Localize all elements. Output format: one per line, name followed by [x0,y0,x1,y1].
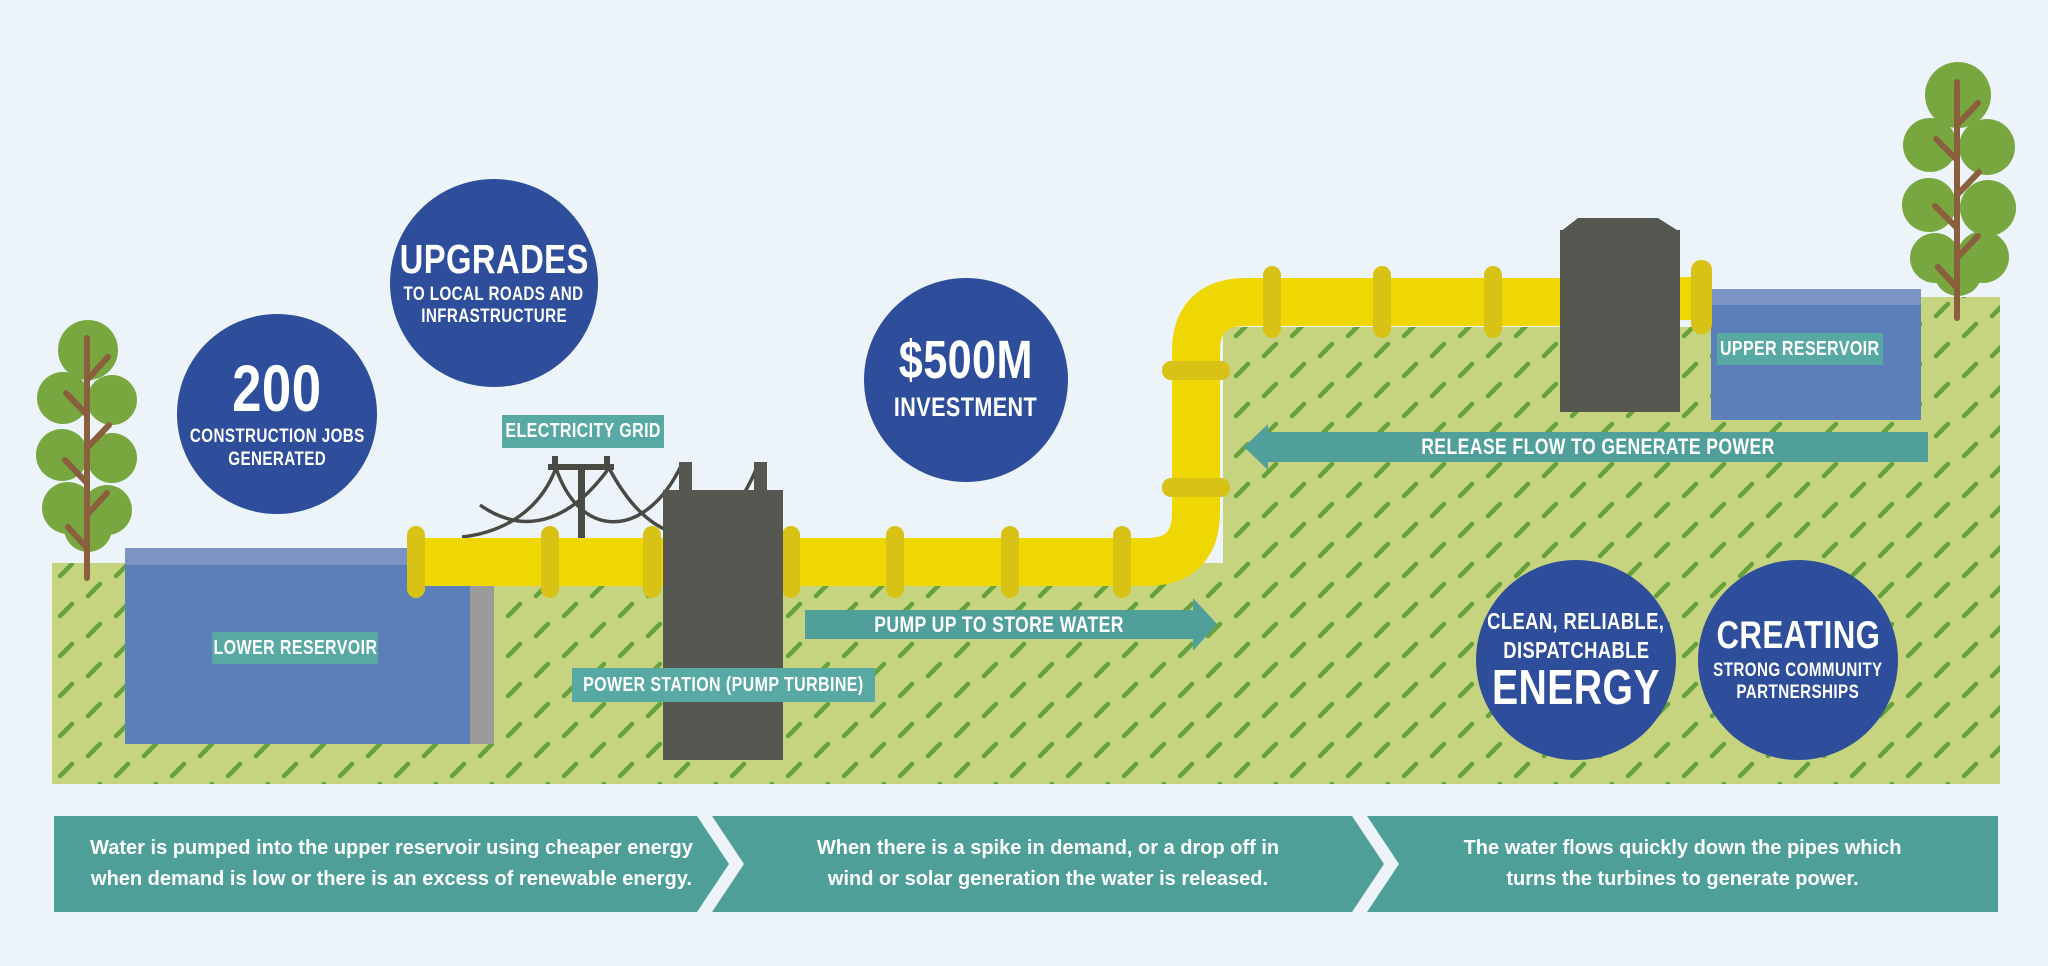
community-title: CREATING [1716,613,1880,657]
energy-title: ENERGY [1492,660,1660,715]
upper-reservoir-text: UPPER RESERVOIR [1720,337,1880,360]
process-step-3: The water flows quickly down the pipes w… [1367,816,1998,912]
community-line1: STRONG COMMUNITY [1713,659,1883,681]
release-flow-text: RELEASE FLOW TO GENERATE POWER [1421,434,1775,459]
chimney [679,462,692,492]
pump-up-text: PUMP UP TO STORE WATER [874,611,1124,637]
stat-circle-energy: CLEAN, RELIABLE, DISPATCHABLE ENERGY [1476,560,1676,760]
investment-line1: INVESTMENT [894,392,1038,423]
investment-value: $500M [898,329,1034,390]
community-line2: PARTNERSHIPS [1736,681,1860,703]
power-station-building [663,462,783,760]
energy-line2: DISPATCHABLE [1502,636,1650,663]
jobs-line1: CONSTRUCTION JOBS [189,426,365,448]
tree-right [1902,62,2016,321]
lower-reservoir-text: LOWER RESERVOIR [213,636,377,659]
label-upper-reservoir: UPPER RESERVOIR [1717,333,1883,365]
pipe-joints [407,260,1712,598]
upper-pump-house [1560,218,1680,412]
process-step-2: When there is a spike in demand, or a dr… [712,816,1384,912]
process-step-1-text: Water is pumped into the upper reservoir… [90,837,693,890]
upgrades-line2: INFRASTRUCTURE [421,306,567,328]
stat-circle-upgrades: UPGRADES TO LOCAL ROADS AND INFRASTRUCTU… [390,179,598,387]
upgrades-title: UPGRADES [399,235,589,282]
stat-circle-investment: $500M INVESTMENT [864,278,1068,482]
jobs-value: 200 [232,350,322,425]
process-step-1: Water is pumped into the upper reservoir… [54,816,729,912]
jobs-line2: GENERATED [228,448,326,470]
label-electricity-grid: ELECTRICITY GRID [502,415,664,448]
label-lower-reservoir: LOWER RESERVOIR [212,632,378,664]
electricity-grid-text: ELECTRICITY GRID [505,420,661,442]
upgrades-line1: TO LOCAL ROADS AND [403,283,585,305]
process-step-3-text: The water flows quickly down the pipes w… [1463,837,1902,890]
stat-circle-construction-jobs: 200 CONSTRUCTION JOBS GENERATED [177,314,377,514]
label-power-station: POWER STATION (PUMP TURBINE) [572,668,875,702]
power-station-text: POWER STATION (PUMP TURBINE) [583,673,864,696]
penstock-pipe [407,260,1712,598]
stat-circle-community: CREATING STRONG COMMUNITY PARTNERSHIPS [1698,560,1898,760]
process-step-2-text: When there is a spike in demand, or a dr… [816,837,1280,890]
energy-line1: CLEAN, RELIABLE, [1487,608,1665,635]
tree-left [36,320,137,581]
chimney [754,462,767,492]
